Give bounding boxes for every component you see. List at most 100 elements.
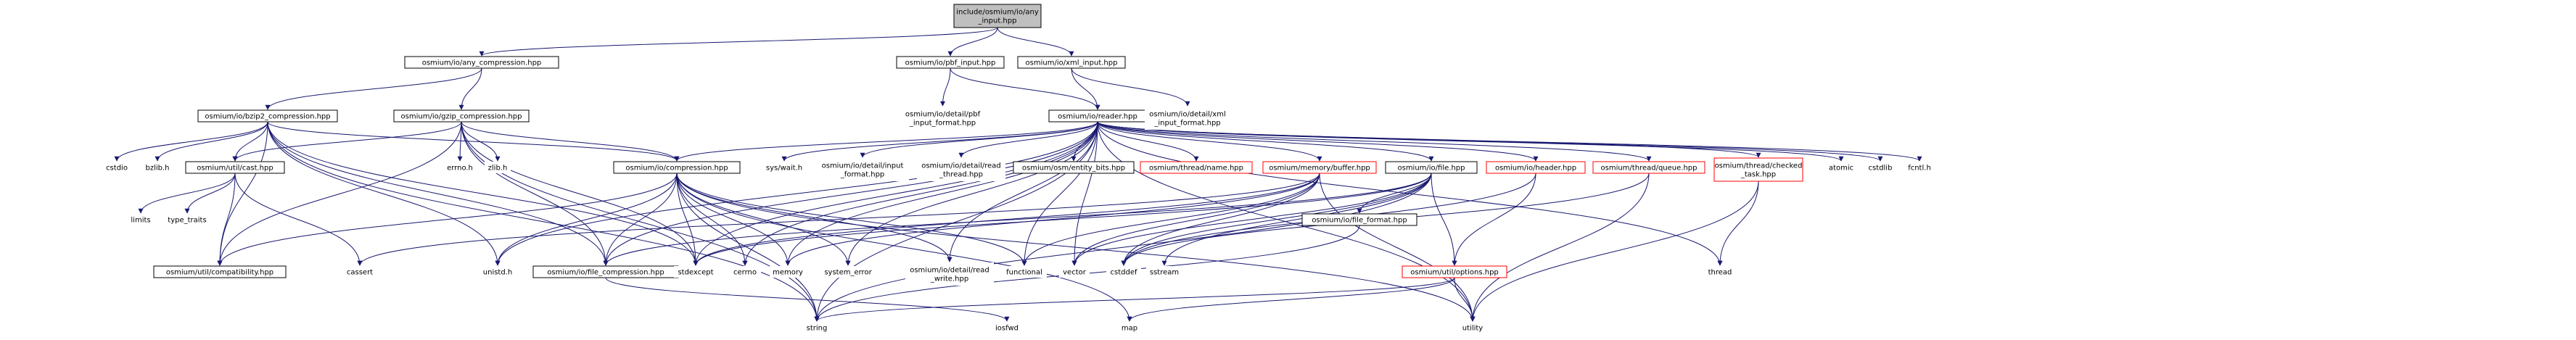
node-label: atomic [1829, 165, 1853, 173]
edge-any_compression-to-gzip [458, 67, 482, 110]
edge-options-to-utility [1454, 277, 1476, 322]
node-box [917, 158, 1005, 181]
node-label: osmium/util/cast.hpp [197, 165, 273, 173]
node-box [185, 161, 285, 174]
edge-compression-to-stdexcept [676, 173, 699, 266]
node-system-error: system_error [820, 266, 876, 278]
node-label: utility [1462, 325, 1484, 333]
node-compression[interactable]: osmium/io/compression.hpp [613, 161, 741, 174]
node-xml-input[interactable]: osmium/io/xml_input.hpp [1017, 56, 1126, 69]
node-limits: limits [126, 214, 155, 225]
node-checked-task[interactable]: osmium/thread/checked_task.hpp [1713, 157, 1803, 182]
node-box [1713, 157, 1803, 182]
node-box [1002, 266, 1047, 278]
node-label: sys/wait.h [766, 165, 802, 173]
edge-gzip-to-stdexcept [461, 121, 699, 266]
edge-bzip2-to-string [267, 121, 820, 322]
edge-gzip-to-cast [232, 121, 462, 162]
node-box [1826, 162, 1856, 173]
edge-bzip2-to-cstdio [114, 121, 268, 162]
edge-io_file-to-cstddef [1121, 173, 1432, 266]
edge-reader-to-io_file [1097, 121, 1434, 162]
edge-reader-to-thread_name [1097, 121, 1199, 162]
node-label: osmium/io/pbf_input.hpp [905, 59, 996, 67]
node-label: cstddef [1111, 269, 1137, 277]
edge-gzip-to-compatibility [217, 121, 462, 266]
node-bzip2[interactable]: osmium/io/bzip2_compression.hpp [197, 109, 338, 123]
edge-compression-to-unistd [495, 173, 678, 266]
edge-any_input-to-pbf_input [947, 27, 998, 57]
node-fcntl: fcntl.h [1905, 162, 1934, 173]
edge-options-to-map [1127, 277, 1455, 322]
edge-reader-to-detail_input_format [860, 121, 1098, 158]
node-iosfwd: iosfwd [992, 322, 1021, 333]
node-label: sstream [1150, 269, 1179, 277]
node-box [393, 109, 530, 123]
node-box [900, 107, 985, 130]
node-pbf-input[interactable]: osmium/io/pbf_input.hpp [896, 56, 1005, 69]
edge-compression-to-memory [676, 173, 791, 266]
node-box [1106, 266, 1141, 278]
node-io-header[interactable]: osmium/io/header.hpp [1486, 161, 1586, 174]
node-box [1017, 56, 1126, 69]
node-box [1013, 161, 1135, 174]
edge-compression-to-functional [676, 173, 1027, 266]
node-label: osmium/io/header.hpp [1495, 165, 1576, 173]
node-label: osmium/io/detail/read [910, 267, 989, 275]
node-pbf-input-format: osmium/io/detail/pbf_input_format.hpp [900, 107, 985, 130]
edge-checked_task-to-utility [1470, 181, 1759, 322]
node-label: thread [1708, 269, 1732, 277]
node-cstdlib: cstdlib [1864, 162, 1896, 173]
node-label: cstdio [106, 165, 128, 173]
node-sstream: sstream [1146, 266, 1182, 278]
node-syswait: sys/wait.h [761, 162, 807, 173]
node-label: map [1122, 325, 1137, 333]
edge-reader-to-io_header [1097, 121, 1539, 162]
edge-io_file-to-vector [1071, 173, 1432, 266]
edge-gzip-to-zlib [461, 121, 501, 162]
edge-reader-to-read_thread [958, 121, 1098, 158]
edge-file_compression-to-iosfwd [605, 277, 1010, 322]
edge-reader-to-memory_buffer [1097, 121, 1322, 162]
edge-compression-to-utility [676, 173, 1476, 322]
edge-reader-to-unistd [495, 121, 1098, 266]
node-atomic: atomic [1826, 162, 1856, 173]
node-label: _task.hpp [1740, 171, 1776, 179]
node-label: osmium/io/reader.hpp [1058, 113, 1137, 121]
node-label: bzlib.h [145, 165, 169, 173]
node-label: osmium/io/file_compression.hpp [547, 269, 664, 277]
edge-memory_buffer-to-cassert [357, 173, 1320, 266]
edge-any_input-to-xml_input [997, 27, 1074, 57]
node-reader[interactable]: osmium/io/reader.hpp [1048, 109, 1147, 123]
edge-bzip2-to-compression [267, 121, 680, 162]
edge-reader-to-string [814, 121, 1098, 322]
node-file-format[interactable]: osmium/io/file_format.hpp [1301, 213, 1417, 226]
edge-reader-to-cerrno [742, 121, 1098, 266]
node-label: osmium/io/compression.hpp [625, 165, 728, 173]
node-any-compression[interactable]: osmium/io/any_compression.hpp [404, 56, 559, 69]
node-stdexcept: stdexcept [674, 266, 717, 278]
node-map: map [1117, 322, 1142, 333]
node-label: osmium/thread/queue.hpp [1601, 165, 1698, 173]
node-thread-name[interactable]: osmium/thread/name.hpp [1140, 161, 1253, 174]
node-thread-queue[interactable]: osmium/thread/queue.hpp [1592, 161, 1705, 174]
edge-options-to-string [814, 277, 1455, 322]
edge-bzip2-to-stdexcept [267, 121, 699, 266]
node-gzip[interactable]: osmium/io/gzip_compression.hpp [393, 109, 530, 123]
node-cast[interactable]: osmium/util/cast.hpp [185, 161, 285, 174]
node-entity-bits[interactable]: osmium/osm/entity_bits.hpp [1013, 161, 1135, 174]
node-options[interactable]: osmium/util/options.hpp [1402, 265, 1507, 278]
node-read-thread: osmium/io/detail/read_thread.hpp [917, 158, 1005, 181]
edge-io_file-to-file_compression [603, 173, 1432, 266]
edge-memory_buffer-to-cstddef [1121, 173, 1320, 266]
node-unistd: unistd.h [480, 266, 516, 278]
node-box [485, 162, 511, 173]
node-label: type_traits [168, 217, 206, 225]
node-io-file[interactable]: osmium/io/file.hpp [1385, 161, 1478, 174]
node-file-compression[interactable]: osmium/io/file_compression.hpp [532, 265, 679, 278]
node-compatibility[interactable]: osmium/util/compatibility.hpp [153, 265, 287, 278]
node-memory-buffer[interactable]: osmium/memory/buffer.hpp [1262, 161, 1377, 174]
edge-gzip-to-string [461, 121, 820, 322]
edge-compression-to-string [676, 173, 820, 322]
